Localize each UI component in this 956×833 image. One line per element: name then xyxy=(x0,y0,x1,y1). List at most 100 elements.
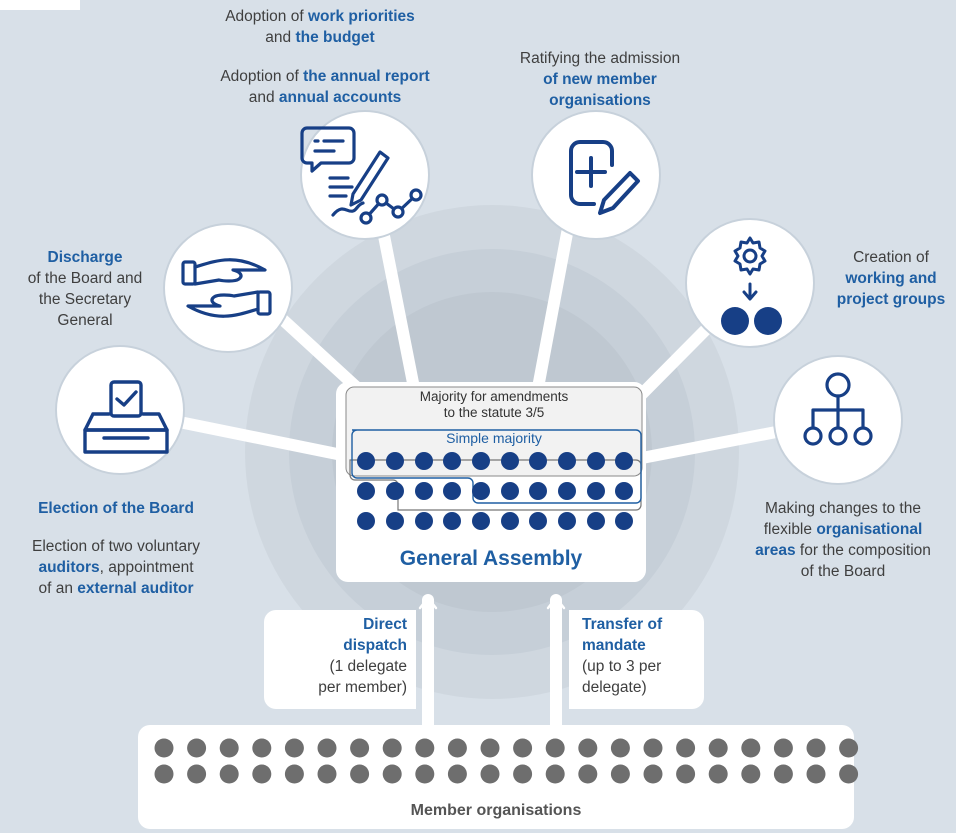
member-dot xyxy=(578,738,598,758)
amend-text-2: to the statute 3/5 xyxy=(443,405,545,420)
ar-bold-1: the annual report xyxy=(303,68,430,85)
amendments-label: Majority for amendments to the statute 3… xyxy=(346,389,642,421)
rat-bold-2: organisations xyxy=(549,92,651,109)
delegate-dots xyxy=(357,452,633,530)
dd-bold-2: dispatch xyxy=(343,637,407,654)
rat-text-1: Ratifying the admission xyxy=(519,50,681,67)
election-auditors-label: Election of two voluntary auditors, appo… xyxy=(0,536,232,599)
wg-bold-2: project groups xyxy=(836,291,946,308)
org-chart-icon xyxy=(803,372,873,446)
member-dot xyxy=(741,738,761,758)
ea-bold-1: auditors xyxy=(38,559,100,576)
ea-text-3: of an xyxy=(38,580,78,597)
member-dots-row-2 xyxy=(154,764,859,784)
member-dot xyxy=(284,738,304,758)
member-dot xyxy=(350,738,370,758)
circle-discharge xyxy=(163,223,293,353)
member-dot xyxy=(806,738,826,758)
ea-text-1: Election of two voluntary xyxy=(31,538,200,555)
member-dot xyxy=(741,764,761,784)
corner-tab xyxy=(0,0,80,10)
member-dot xyxy=(643,738,663,758)
direct-dispatch-panel xyxy=(264,610,416,709)
member-dot xyxy=(610,764,630,784)
oa-bold-2: areas xyxy=(755,542,796,559)
member-dot xyxy=(513,764,533,784)
direct-dispatch-label: Direct dispatch (1 delegate per member) xyxy=(270,614,407,698)
member-dot xyxy=(708,738,728,758)
hands-handover-icon xyxy=(181,258,272,318)
member-dots-row-1 xyxy=(154,738,859,758)
member-dot xyxy=(447,738,467,758)
member-dot xyxy=(154,764,174,784)
member-dot xyxy=(317,764,337,784)
speech-pen-chart-icon xyxy=(300,126,423,225)
member-dot xyxy=(187,764,207,784)
member-dot xyxy=(610,738,630,758)
up-arrow-icon xyxy=(418,595,566,610)
member-dot xyxy=(219,738,239,758)
ar-text-2: and xyxy=(248,89,279,106)
members-label: Member organisations xyxy=(138,800,854,821)
add-document-pen-icon xyxy=(569,140,640,215)
member-dot xyxy=(382,738,402,758)
tm-text-2: delegate) xyxy=(582,679,647,696)
ar-text-1: Adoption of xyxy=(220,68,304,85)
member-dot xyxy=(839,738,859,758)
annual-report-label: Adoption of the annual report and annual… xyxy=(180,66,470,108)
member-dot xyxy=(578,764,598,784)
member-dot xyxy=(708,764,728,784)
dis-text-1: of the Board and xyxy=(27,270,143,287)
member-dot xyxy=(284,764,304,784)
wg-text-1: Creation of xyxy=(853,249,929,266)
circle-ratify xyxy=(531,110,661,240)
dis-bold-1: Discharge xyxy=(47,249,123,266)
member-dot xyxy=(676,764,696,784)
oa-text-4: of the Board xyxy=(800,563,886,580)
ea-text-2: , appointment xyxy=(99,559,194,576)
member-dot xyxy=(545,764,565,784)
member-dot xyxy=(480,764,500,784)
member-dot xyxy=(252,738,272,758)
org-areas-label: Making changes to the flexible organisat… xyxy=(730,498,956,582)
oa-bold-1: organisational xyxy=(816,521,923,538)
member-dot xyxy=(676,738,696,758)
member-dot xyxy=(839,764,859,784)
wp-bold-2: the budget xyxy=(295,29,375,46)
election-board-label: Election of the Board xyxy=(0,498,232,519)
dis-text-3: General xyxy=(57,312,113,329)
sm-text: Simple majority xyxy=(446,430,542,446)
dd-text-2: per member) xyxy=(318,679,407,696)
member-dot xyxy=(415,764,435,784)
discharge-label: Discharge of the Board and the Secretary… xyxy=(0,247,170,331)
member-dot xyxy=(382,764,402,784)
member-dot xyxy=(317,738,337,758)
transfer-mandate-label: Transfer of mandate (up to 3 per delegat… xyxy=(582,614,702,698)
member-dot xyxy=(350,764,370,784)
member-dot xyxy=(513,738,533,758)
working-groups-label: Creation of working and project groups xyxy=(826,247,956,310)
ea-bold-2: external auditor xyxy=(77,580,194,597)
member-dot xyxy=(643,764,663,784)
gear-arrow-groups-icon xyxy=(721,236,782,335)
tm-bold-1: Transfer of xyxy=(582,616,663,633)
circle-election xyxy=(55,345,185,475)
work-priorities-label: Adoption of work priorities and the budg… xyxy=(170,6,470,48)
wp-text-2: and xyxy=(265,29,296,46)
oa-text-2: flexible xyxy=(763,521,817,538)
member-dot xyxy=(806,764,826,784)
assembly-title: General Assembly xyxy=(336,546,646,572)
simple-majority-label: Simple majority xyxy=(346,430,642,446)
assembly-title-text: General Assembly xyxy=(399,547,583,570)
wg-bold-1: working and xyxy=(845,270,937,287)
member-dot xyxy=(415,738,435,758)
tm-bold-2: mandate xyxy=(582,637,646,654)
members-label-text: Member organisations xyxy=(410,802,582,819)
member-dot xyxy=(187,738,207,758)
member-dot xyxy=(480,738,500,758)
rat-bold-1: of new member xyxy=(543,71,657,88)
dd-bold-1: Direct xyxy=(363,616,407,633)
ballot-box-icon xyxy=(83,380,169,454)
